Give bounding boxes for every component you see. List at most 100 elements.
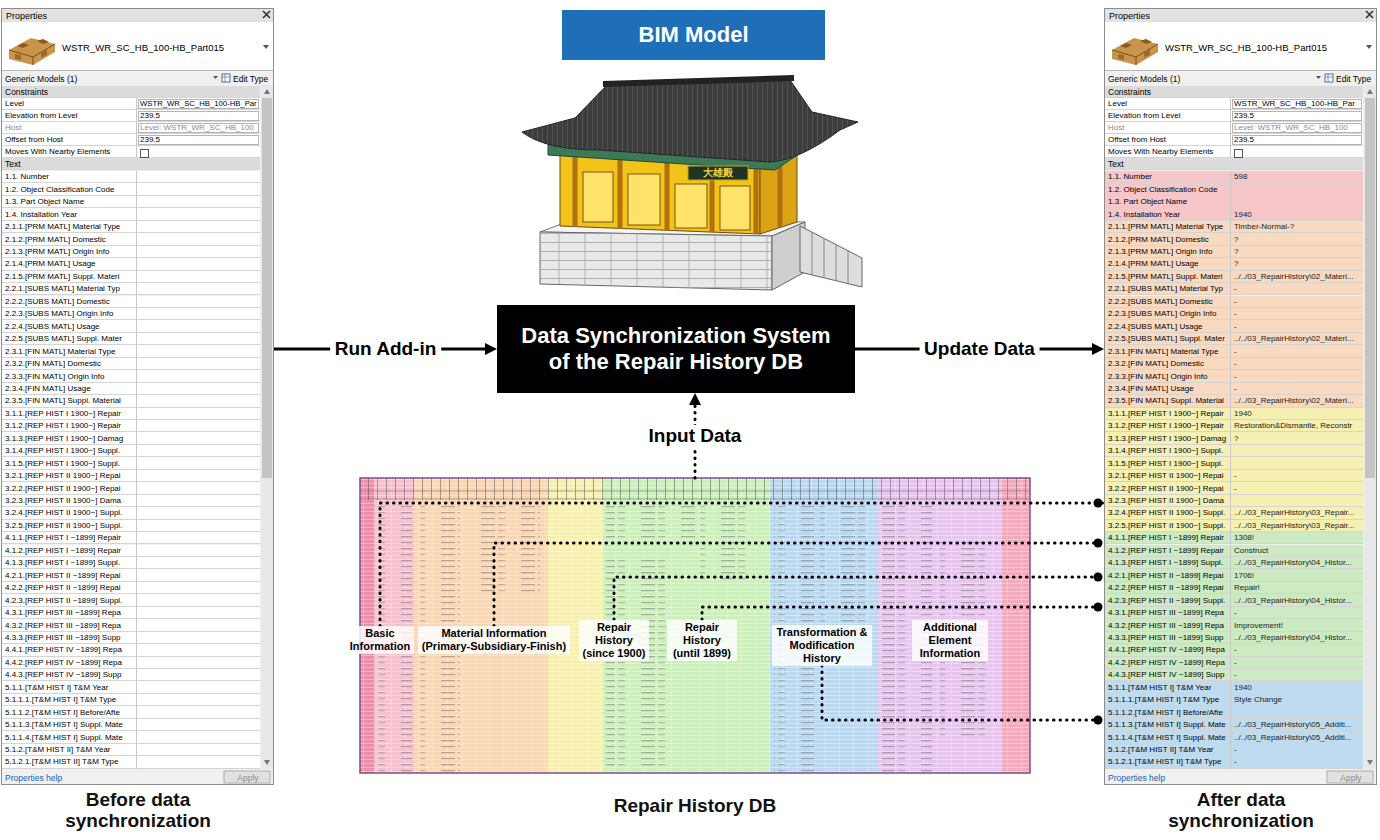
property-label: Level	[5, 98, 24, 110]
property-label: 2.3.5.[FIN MATL] Suppl. Material	[5, 395, 121, 407]
property-label: 3.1.4.[REP HIST I 1900~] Suppl.	[5, 445, 120, 457]
property-row	[2, 158, 260, 170]
connector-dot	[1094, 716, 1103, 725]
property-label: 4.2.2.[REP HIST II ~1899] Repai	[1108, 582, 1224, 594]
property-label: 4.1.3.[REP HIST I ~1899] Suppl.	[1108, 557, 1223, 569]
property-value: 598	[1234, 171, 1247, 183]
box-text: Data Synchronization System of the Repai…	[515, 323, 837, 375]
property-label: 4.3.3.[REP HIST III ~1899] Supp	[1108, 632, 1224, 644]
property-label: 3.2.5.[REP HIST II 1900~] Suppl.	[1108, 520, 1225, 532]
property-value: -	[1234, 657, 1237, 669]
property-value: -	[1234, 383, 1237, 395]
temple-model	[540, 232, 772, 290]
property-value: ../../03_RepairHistory\04_Histor...	[1234, 632, 1352, 644]
spreadsheet	[470, 502, 540, 592]
property-value: ../../03_RepairHistory\02_Materi...	[1234, 395, 1354, 407]
temple-model	[583, 172, 613, 222]
column-divider	[136, 98, 137, 158]
property-label: 2.1.5.[PRM MATL] Suppl. Materi	[1108, 271, 1223, 283]
property-label: 2.3.3.[FIN MATL] Origin Info	[1108, 371, 1207, 383]
property-value: Restoration&Dismantle, Reconstr	[1234, 420, 1352, 432]
property-label: 3.2.2.[REP HIST II 1900~] Repai	[5, 483, 121, 495]
group-label: Repair History (since 1900)	[581, 621, 647, 660]
property-label: 2.1.1.[PRM MATL] Material Type	[1108, 221, 1223, 233]
property-value: Improvement!	[1234, 620, 1283, 632]
property-label: 5.1.1.3.[T&M HIST I] Suppl. Mate	[1108, 719, 1226, 731]
property-value: ../../03_RepairHistory\05_Additi...	[1234, 732, 1351, 744]
property-label: 2.2.5.[SUBS MATL] Suppl. Mater	[1108, 333, 1225, 345]
property-label: Generic Models (1)	[1108, 73, 1180, 85]
spreadsheet	[360, 478, 1030, 500]
connector-dot	[1094, 573, 1103, 582]
temple-model	[812, 232, 848, 284]
property-label: Host	[5, 122, 21, 134]
property-label: 4.4.1.[REP HIST IV ~1899] Repa	[1108, 644, 1225, 656]
property-label: 2.1.4.[PRM MATL] Usage	[1108, 258, 1199, 270]
help-link: Properties help	[1108, 772, 1165, 784]
column-divider	[1230, 98, 1231, 158]
property-label: 5.1.2.1.[T&M HIST II] T&M Type	[5, 756, 118, 768]
property-label: WSTR_WR_SC_HB_100-HB_Part015	[62, 42, 224, 54]
property-label: 5.1.1.[T&M HIST I] T&M Year	[1108, 682, 1211, 694]
dotted-connector	[702, 607, 1104, 620]
property-label: 4.1.1.[REP HIST I ~1899] Repair	[1108, 532, 1224, 544]
property-label: Moves With Nearby Elements	[5, 146, 110, 158]
property-label: WSTR_WR_SC_HB_100-HB_Par	[1234, 98, 1355, 110]
column-group-label: Basic Information	[346, 626, 414, 654]
property-value: 1940	[1234, 682, 1252, 694]
caption: After data synchronization	[1141, 789, 1341, 831]
properties-panel: After data synchronizationPropertiesWSTR…	[1104, 8, 1377, 785]
property-label: WSTR_WR_SC_HB_100-HB_Part015	[1165, 42, 1327, 54]
property-label: 4.2.1.[REP HIST II ~1899] Repai	[5, 570, 121, 582]
property-label: Level: WSTR_WR_SC_HB_100	[1234, 122, 1348, 134]
property-label: 5.1.1.4.[T&M HIST I] Suppl. Mate	[1108, 732, 1226, 744]
caption: Repair History DB	[360, 795, 1030, 816]
property-label: 1.4. Installation Year	[1108, 209, 1180, 221]
property-label: 4.4.1.[REP HIST IV ~1899] Repa	[5, 644, 122, 656]
property-label: 5.1.1.2.[T&M HIST I] Before/Afte	[5, 707, 120, 719]
property-label: 2.2.3.[SUBS MATL] Origin Info	[1108, 308, 1216, 320]
property-label: Generic Models (1)	[5, 73, 77, 85]
property-label: 2.2.4.[SUBS MATL] Usage	[5, 321, 100, 333]
title-box: BIM Model	[562, 10, 825, 60]
property-label: 3.2.2.[REP HIST II 1900~] Repai	[1108, 483, 1224, 495]
property-value: ../../03_RepairHistory\03_Repair...	[1234, 520, 1355, 532]
property-label: 2.1.3.[PRM MATL] Origin Info	[5, 246, 109, 258]
property-label: 4.3.1.[REP HIST III ~1899] Repa	[1108, 607, 1224, 619]
property-value: 1706!	[1234, 570, 1254, 582]
property-value: Construct	[1234, 545, 1268, 557]
property-label: 3.2.3.[REP HIST II 1900~] Dama	[1108, 495, 1224, 507]
group-label: Additional Element Information	[914, 621, 986, 660]
property-label: 2.1.5.[PRM MATL] Suppl. Materi	[5, 271, 120, 283]
property-value: -	[1234, 744, 1237, 756]
property-label: 2.3.3.[FIN MATL] Origin Info	[5, 371, 104, 383]
spreadsheet	[360, 478, 1030, 773]
property-label: 239.5	[140, 134, 160, 146]
property-label: 2.2.5.[SUBS MATL] Suppl. Mater	[5, 333, 122, 345]
property-value: -	[1234, 669, 1237, 681]
property-label: 3.1.5.[REP HIST I 1900~] Suppl.	[5, 458, 120, 470]
property-label: 1.4. Installation Year	[5, 209, 77, 221]
column-group-label: Repair History (until 1899)	[667, 620, 737, 661]
property-label: Properties	[1109, 10, 1150, 22]
property-label: 2.2.1.[SUBS MATL] Material Typ	[5, 283, 120, 295]
checkbox	[140, 149, 149, 158]
property-value: Repair!	[1234, 582, 1260, 594]
property-label: 5.1.1.1.[T&M HIST I] T&M Type	[1108, 694, 1219, 706]
property-label: 3.1.1.[REP HIST I 1900~] Repair	[1108, 408, 1224, 420]
property-label: 4.3.2.[REP HIST III ~1899] Repa	[5, 620, 121, 632]
spreadsheet	[820, 502, 870, 622]
spreadsheet	[606, 560, 666, 770]
property-label: Constraints	[1108, 86, 1151, 98]
property-label: 1.2. Object Classification Code	[5, 184, 114, 196]
property-label: 2.3.4.[FIN MATL] Usage	[5, 383, 91, 395]
property-label: Level	[1108, 98, 1127, 110]
column-group-label: Additional Element Information	[912, 620, 988, 661]
property-label: Moves With Nearby Elements	[1108, 146, 1213, 158]
property-value: -	[1234, 296, 1237, 308]
property-label: 3.2.1.[REP HIST II 1900~] Repai	[5, 470, 121, 482]
connector-dot	[1094, 603, 1103, 612]
property-label: 2.3.1.[FIN MATL] Material Type	[1108, 346, 1218, 358]
property-label: Edit Type	[1336, 73, 1371, 85]
